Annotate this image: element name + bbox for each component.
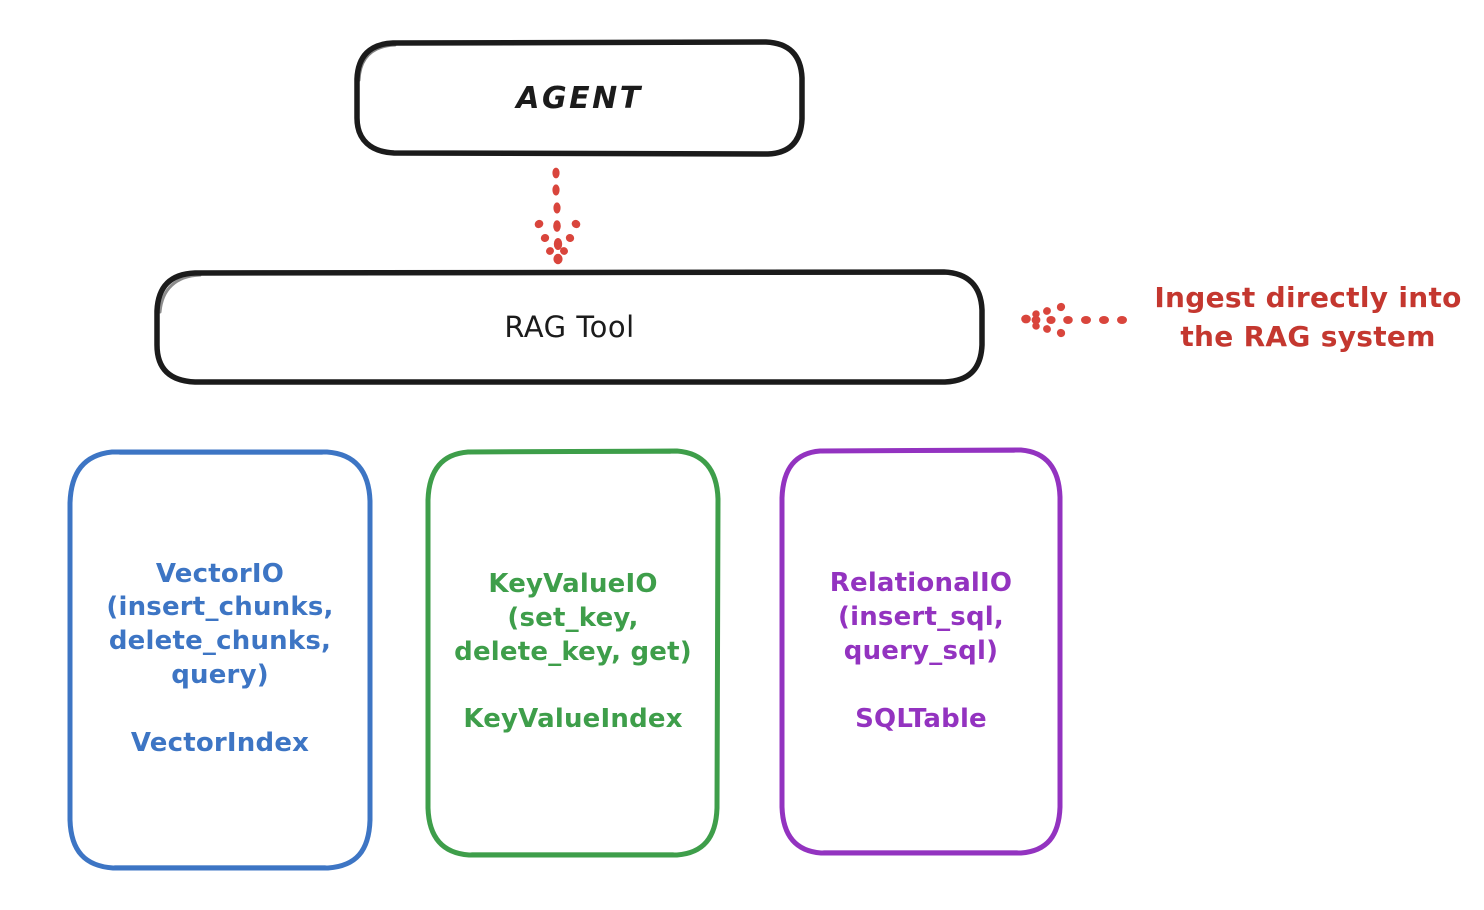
node-provider-vector[interactable]	[67, 449, 373, 871]
agent-box-sketch-overlay	[357, 43, 397, 82]
agent-box-outline	[354, 39, 805, 157]
rag-tool-box-outline	[154, 269, 985, 385]
vector-box-outline	[67, 449, 373, 871]
node-provider-keyvalue[interactable]	[425, 448, 721, 858]
node-agent[interactable]	[354, 39, 805, 157]
keyvalue-box-outline	[425, 448, 721, 858]
node-provider-relational[interactable]	[779, 447, 1063, 856]
rag-tool-box-sketch-overlay	[158, 273, 202, 314]
connector-ingest-arrow	[1021, 302, 1127, 338]
node-rag-tool[interactable]	[154, 269, 985, 385]
agent-box-sketch-overlay-2	[398, 150, 766, 155]
connector-agent-to-rag	[534, 167, 581, 265]
relational-box-outline	[779, 447, 1063, 856]
